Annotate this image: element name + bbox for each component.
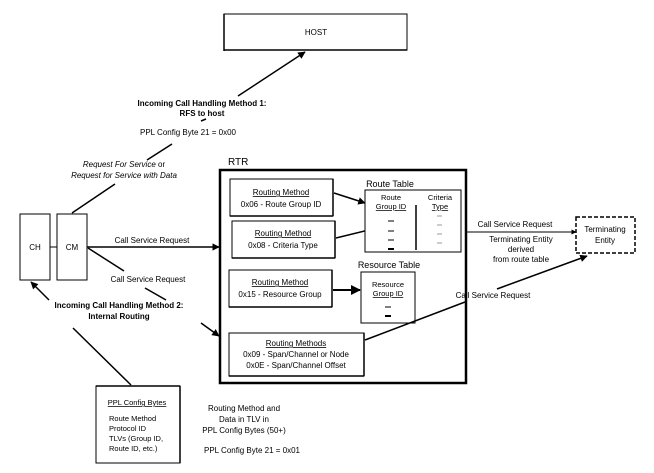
route-table: Route Group ID Criteria Type [364,189,462,253]
ppl-config-line-1: Route Method [109,414,156,423]
rtr-label: RTR [228,157,248,168]
method1-title-line1: Incoming Call Handling Method 1: [138,99,267,108]
tlv-note-line1: Routing Method and [208,404,280,413]
resource-table-col-line1: Resource [372,280,404,289]
terminating-note-line3: from route table [493,255,550,264]
ppl-config-box: PPL Config Bytes Route Method Protocol I… [95,385,181,464]
cm-routing-methods-arrow [87,247,220,337]
routing-method-title-3: Routing Method [252,278,308,287]
routing-methods-line-4b: 0x0E - Span/Channel Offset [246,361,346,370]
route-table-col1-line1: Route [381,193,401,202]
resource-table-col-line2: Group ID [373,289,404,298]
tlv-note-line2: Data in TLV in [219,415,269,424]
routing-methods-title-4: Routing Methods [266,339,326,348]
routing-method-line-2: 0x08 - Criteria Type [248,241,318,250]
rtr-container [218,168,468,385]
method1-title-line2: RFS to host [180,109,225,118]
ch-label: CH [29,243,41,252]
call-service-request-1: Call Service Request [115,236,190,245]
tlv-note-config: PPL Config Byte 21 = 0x01 [204,446,301,455]
routing-methods-box-4: Routing Methods 0x09 - Span/Channel or N… [228,332,365,377]
routing-method-title-2: Routing Method [255,229,311,238]
routing-method-title-1: Routing Method [253,188,309,197]
cm-box: CM [56,213,88,281]
call-service-request-3: Call Service Request [478,220,553,229]
routing-method-line-1: 0x06 - Route Group ID [241,200,322,209]
tlv-note-line3: PPL Config Bytes (50+) [202,426,286,435]
terminating-entity-line2: Entity [595,236,615,245]
routing-methods-line-4a: 0x09 - Span/Channel or Node [243,350,349,359]
routing-method-box-2: Routing Method 0x08 - Criteria Type [231,220,336,259]
method2-title-line1: Incoming Call Handling Method 2: [55,301,184,310]
call-service-request-4: Call Service Request [456,291,531,300]
terminating-note-line2: derived [508,245,534,254]
route-table-col1-line2: Group ID [376,202,407,211]
ppl-config-line-3: TLVs (Group ID, [109,434,163,443]
routing-method-box-3: Routing Method 0x15 - Resource Group [228,269,333,308]
cm-label: CM [66,243,79,252]
route-table-col2-entries [437,215,442,244]
ppl-config-line-2: Protocol ID [109,424,147,433]
host-label: HOST [305,28,327,37]
ppl-config-title: PPL Config Bytes [108,398,167,407]
resource-table: Resource Group ID [360,271,416,324]
call-service-request-2: Call Service Request [111,275,186,284]
rfs-italic: Request For Service [83,160,156,169]
routing-method-box-1: Routing Method 0x06 - Route Group ID [229,178,334,217]
resource-table-title: Resource Table [358,260,420,270]
method1-config: PPL Config Byte 21 = 0x00 [140,128,237,137]
terminating-entity-line1: Terminating [584,225,625,234]
route-table-col2-line1: Criteria [428,193,453,202]
method1-request-line1: Request For Service or [83,160,166,169]
internal-routing-arrow [30,281,132,386]
host-box: HOST [223,13,408,51]
ch-box: CH [19,213,51,281]
span-channel-arrow [364,254,588,341]
method1-request-line2: Request for Service with Data [71,171,177,180]
route-group-arrow [333,192,366,205]
route-table-col2-line2: Type [432,202,448,211]
terminating-note-line1: Terminating Entity [489,235,553,244]
terminating-entity-box: Terminating Entity [575,216,636,254]
routing-method-line-3: 0x15 - Resource Group [238,290,322,299]
route-table-col1-entries [388,220,394,250]
rfs-arrow [71,51,306,214]
ppl-config-line-4: Route ID, etc.) [109,444,158,453]
rfs-or: or [156,160,166,169]
method2-title-line2: Internal Routing [88,312,149,321]
route-table-title: Route Table [366,179,414,189]
